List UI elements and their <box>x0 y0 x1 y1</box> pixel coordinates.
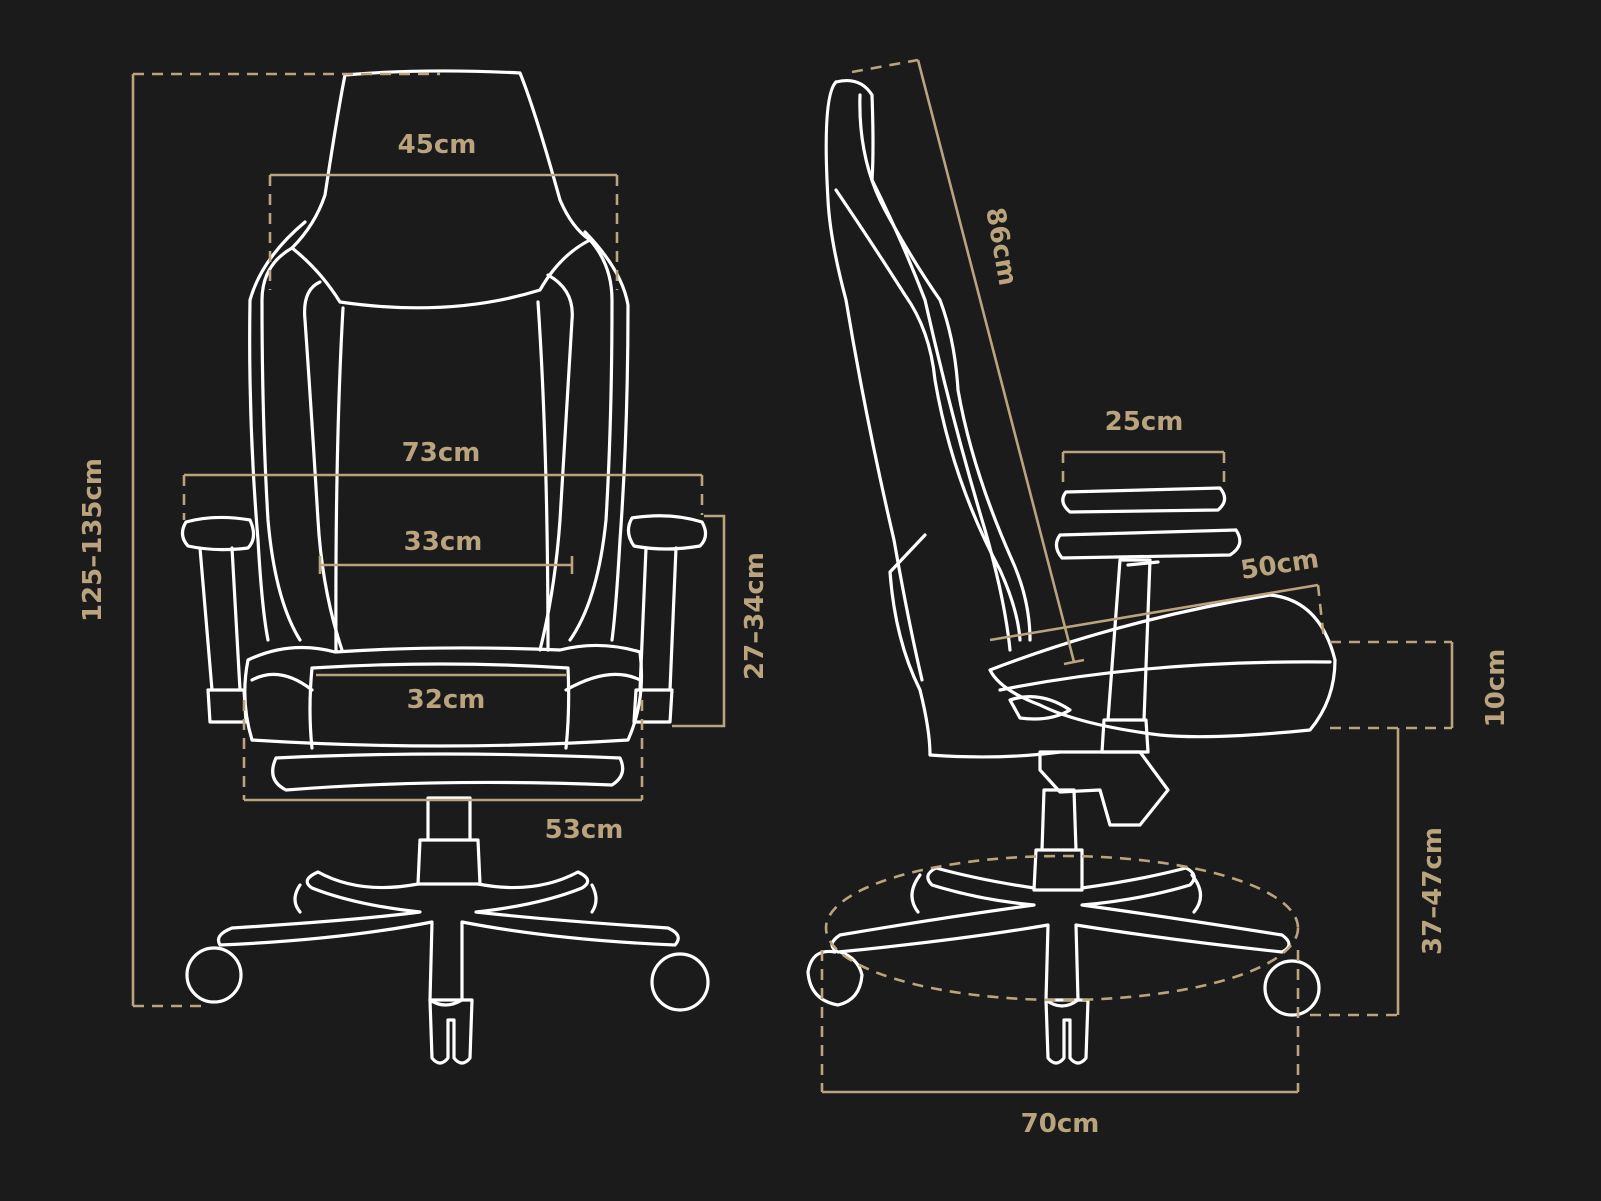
backrest-width-label: 33cm <box>404 527 483 557</box>
side-center-caster <box>1044 998 1090 1065</box>
front-right-caster <box>650 952 710 1012</box>
total-height-label: 125–135cm <box>78 458 108 622</box>
side-seat-outline <box>988 593 1337 739</box>
side-dimension-lines <box>820 58 1454 1094</box>
side-star-base <box>830 866 1291 1008</box>
front-right-armrest <box>626 514 708 724</box>
front-headrest-outline <box>290 69 592 310</box>
side-armrest-outline <box>1054 486 1242 560</box>
front-star-base <box>216 870 680 1007</box>
side-view: 86cm 25cm 50cm 10cm 37–47cm 70cm <box>806 58 1511 1139</box>
side-gas-cylinder <box>1032 788 1084 892</box>
headrest-width-label: 45cm <box>398 130 477 160</box>
backrest-height-label: 86cm <box>979 205 1022 288</box>
front-center-caster <box>428 998 474 1065</box>
seat-depth-line <box>989 583 1319 642</box>
armrest-length-label: 25cm <box>1105 407 1184 437</box>
backrest-height-line <box>916 59 1076 663</box>
base-diameter-label: 70cm <box>1021 1109 1100 1139</box>
side-chair-outline <box>806 78 1337 1065</box>
front-gas-cylinder <box>416 796 482 886</box>
front-dimension-lines <box>131 72 726 1008</box>
armrest-height-label: 27–34cm <box>740 552 770 680</box>
front-left-armrest <box>180 515 256 724</box>
seat-depth-label: 50cm <box>1239 544 1321 586</box>
front-backrest-panel <box>334 300 550 652</box>
front-chair-outline <box>180 69 710 1065</box>
seat-thickness-label: 10cm <box>1481 649 1511 728</box>
front-back-shell <box>248 220 307 642</box>
front-seat-outline <box>243 643 644 748</box>
base-width-label: 53cm <box>545 815 624 845</box>
side-left-caster <box>806 949 864 1007</box>
base-diameter-ellipse <box>824 854 1300 1002</box>
side-right-caster <box>1263 959 1321 1017</box>
front-view: 125–135cm 45cm 73cm 33cm 32cm 27–34cm 53… <box>78 69 770 1065</box>
seat-height-label: 37–47cm <box>1418 827 1448 955</box>
seat-width-label: 32cm <box>407 685 486 715</box>
front-left-caster <box>185 946 243 1004</box>
side-backrest-outline <box>834 78 1012 652</box>
armrest-span-label: 73cm <box>402 438 481 468</box>
armrest-height-line <box>672 514 726 728</box>
